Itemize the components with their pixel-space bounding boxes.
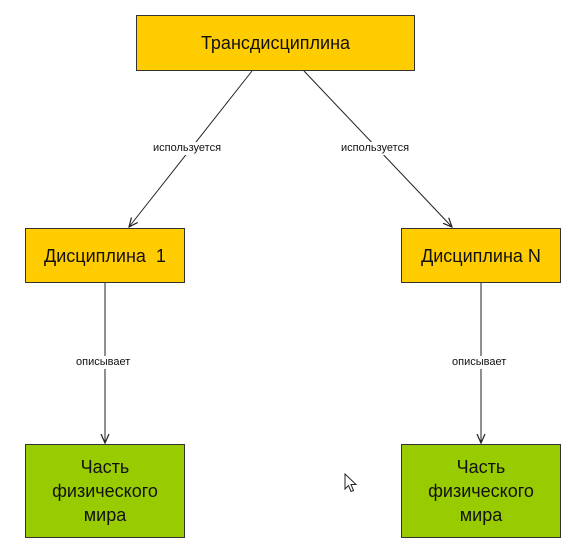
node-label-line: Часть — [80, 457, 130, 477]
node-label-line: физического — [52, 481, 158, 501]
node-discipline-n[interactable]: Дисциплина N — [401, 228, 561, 283]
node-label: Дисциплина N — [421, 245, 541, 266]
node-world-part-n[interactable]: Часть физического мира — [401, 444, 561, 538]
node-label-line: мира — [83, 505, 127, 525]
node-label: Трансдисциплина — [200, 33, 351, 53]
node-transdiscipline[interactable]: Трансдисциплина — [136, 15, 415, 71]
edge-label-uses-right: используется — [340, 142, 411, 155]
edge-label-uses-left: используется — [152, 142, 223, 155]
node-label-line: мира — [459, 505, 503, 525]
node-label-line: физического — [428, 481, 534, 501]
edge-label-describes-left: описывает — [75, 356, 132, 369]
node-label: Часть физического мира — [52, 455, 158, 527]
node-discipline-1[interactable]: Дисциплина 1 — [25, 228, 185, 283]
node-label: Часть физического мира — [428, 455, 534, 527]
node-label: Дисциплина 1 — [44, 245, 166, 266]
node-label-line: Часть — [456, 457, 506, 477]
node-world-part-1[interactable]: Часть физического мира — [25, 444, 185, 538]
edge-label-describes-right: описывает — [451, 356, 508, 369]
mouse-pointer-icon — [344, 473, 358, 493]
